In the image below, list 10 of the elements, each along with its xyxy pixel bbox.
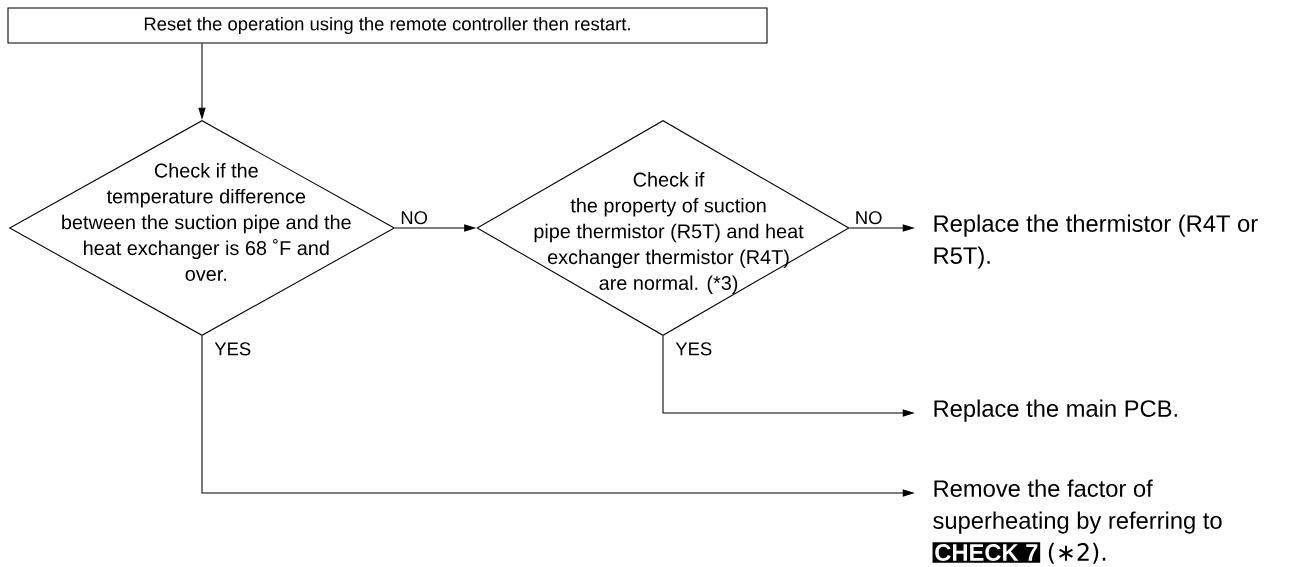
instruction-text: Remove the factor of superheating by referring to	[933, 479, 1222, 534]
instruction-text: Replace the thermistor (R4T or R5T).	[934, 214, 1258, 269]
process-box: Reset the operation using the remote controller then restart.	[7, 7, 768, 44]
instruction-text: Replace the main PCB.	[934, 399, 1177, 422]
edge-label: NO	[398, 209, 430, 226]
edge-label: NO	[853, 209, 885, 226]
footnote-ref: (∗2).	[1048, 542, 1106, 564]
edge-label: YES	[212, 340, 253, 358]
reference-badge: CHECK 7	[932, 542, 1041, 563]
edge-label: YES	[673, 340, 714, 358]
